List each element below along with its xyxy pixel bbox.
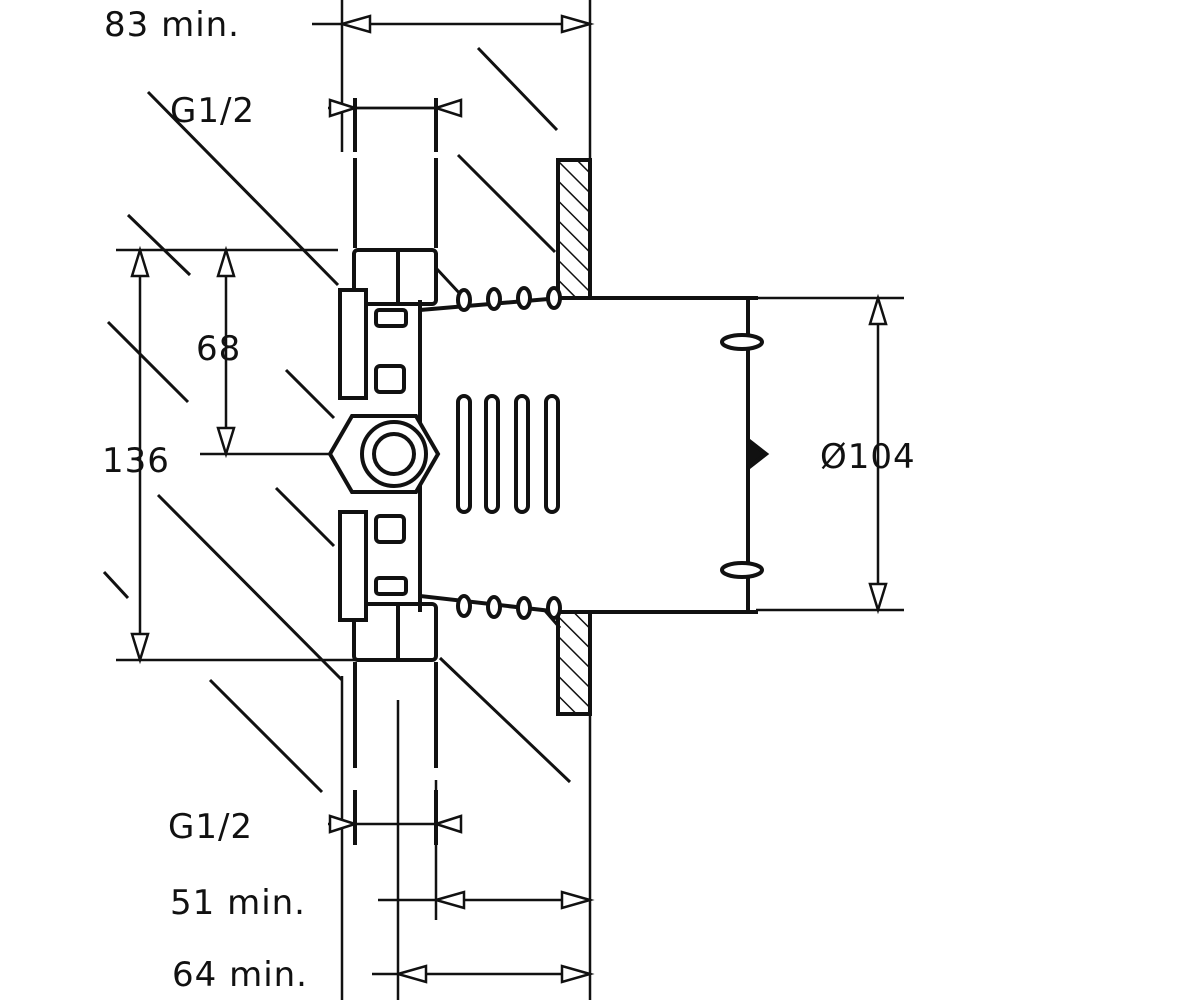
arrowhead (393, 964, 428, 984)
valve-body (327, 250, 766, 660)
seal-ring (546, 286, 562, 310)
arrowhead (130, 632, 150, 665)
mount-clip-top (720, 333, 764, 351)
mount-clip-bottom (720, 561, 764, 579)
arrowhead (130, 245, 150, 278)
arrowhead (868, 582, 888, 615)
leader-line (478, 48, 557, 130)
wall-section (558, 160, 590, 714)
seal-ring (456, 594, 472, 618)
seal-ring (546, 596, 562, 620)
dim-label-64-min: 64 min. (172, 955, 308, 995)
dim-label-136: 136 (102, 441, 170, 481)
seal-ring (486, 287, 502, 311)
leader-line (440, 658, 570, 782)
sealing-rings (456, 286, 562, 620)
arrowhead (560, 890, 595, 910)
arrowhead (337, 14, 372, 34)
wall-top (558, 160, 590, 298)
body-plate-bottom (340, 512, 366, 620)
arrowhead (328, 814, 360, 834)
sleeve-notch (748, 440, 766, 468)
seal-ring (456, 288, 472, 312)
leader-line (210, 680, 322, 792)
dimension-lines (116, 0, 904, 1000)
vent-slot (546, 396, 558, 512)
leader-line (286, 370, 334, 418)
arrowhead (328, 98, 360, 118)
nut-inner-ring (374, 434, 414, 474)
inlet-block-bottom (354, 604, 436, 660)
arrowhead (431, 98, 463, 118)
body-plate-top (340, 290, 366, 398)
arrowhead (868, 293, 888, 326)
arrowhead (216, 426, 236, 459)
leader-line (128, 215, 190, 275)
port-square-top (376, 366, 404, 392)
vent-slot (516, 396, 528, 512)
leader-line (158, 495, 342, 680)
leader-line (458, 155, 555, 252)
leader-line (276, 488, 334, 546)
arrowhead (560, 14, 595, 34)
seal-ring (516, 286, 532, 310)
leader-line (148, 92, 338, 285)
dim-label-diameter-104: Ø104 (820, 437, 916, 477)
arrowhead (431, 814, 463, 834)
arrowhead (216, 245, 236, 278)
leader-line (108, 322, 188, 402)
port-slot-top (376, 310, 406, 326)
seal-ring (516, 596, 532, 620)
dim-label-68: 68 (196, 329, 242, 369)
dim-label-g12-top: G1/2 (170, 91, 256, 131)
port-slot-bottom (376, 578, 406, 594)
dim-label-83-min: 83 min. (104, 5, 240, 45)
port-square-bottom (376, 516, 404, 542)
arrowhead (431, 890, 466, 910)
seal-ring (486, 595, 502, 619)
wall-bottom (558, 612, 590, 714)
vent-slot (486, 396, 498, 512)
vent-slot (458, 396, 470, 512)
leader-line (104, 572, 128, 598)
dim-label-g12-bottom: G1/2 (168, 807, 254, 847)
dimension-arrowheads (130, 14, 888, 984)
pipe-stubs (355, 98, 436, 845)
dim-label-51-min: 51 min. (170, 883, 306, 923)
arrowhead (560, 964, 595, 984)
inlet-block-top (354, 250, 436, 304)
leader-line (436, 268, 462, 296)
